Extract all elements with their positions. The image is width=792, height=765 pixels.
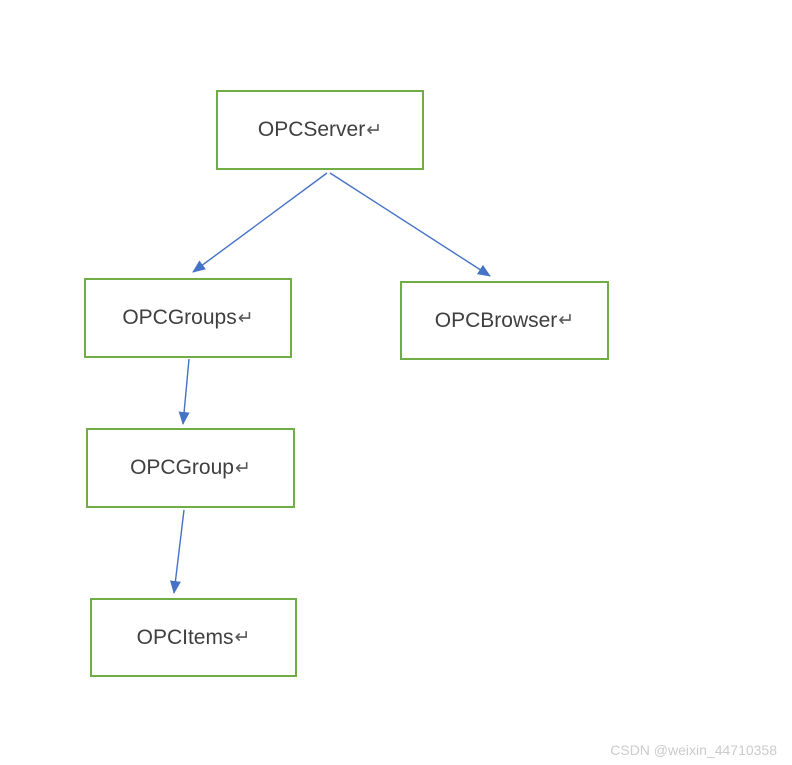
return-mark: ↵ [234,627,251,648]
node-opcgroup-label: OPCGroup [130,456,234,479]
node-opcitems: OPCItems↵ [90,598,297,677]
return-mark: ↵ [558,310,575,331]
node-opcitems-label: OPCItems [136,625,234,649]
node-opcgroups: OPCGroups↵ [84,278,292,358]
return-mark: ↵ [234,457,251,479]
node-opcgroups-label: OPCGroups [122,306,237,329]
watermark: CSDN @weixin_44710358 [610,742,777,758]
node-opcgroup: OPCGroup↵ [86,428,295,508]
return-mark: ↵ [366,119,383,141]
edge-opcgroup-opcitems [169,509,185,594]
node-opcbrowser-label: OPCBrowser [434,308,558,332]
node-opcserver: OPCServer↵ [216,90,424,170]
node-opcserver-label: OPCServer [257,118,366,141]
edge-opcserver-opcgroups [192,172,328,273]
return-mark: ↵ [237,307,254,329]
edge-opcserver-opcbrowser [329,172,491,277]
edge-opcgroups-opcgroup [178,358,190,425]
node-opcbrowser: OPCBrowser↵ [400,281,609,360]
